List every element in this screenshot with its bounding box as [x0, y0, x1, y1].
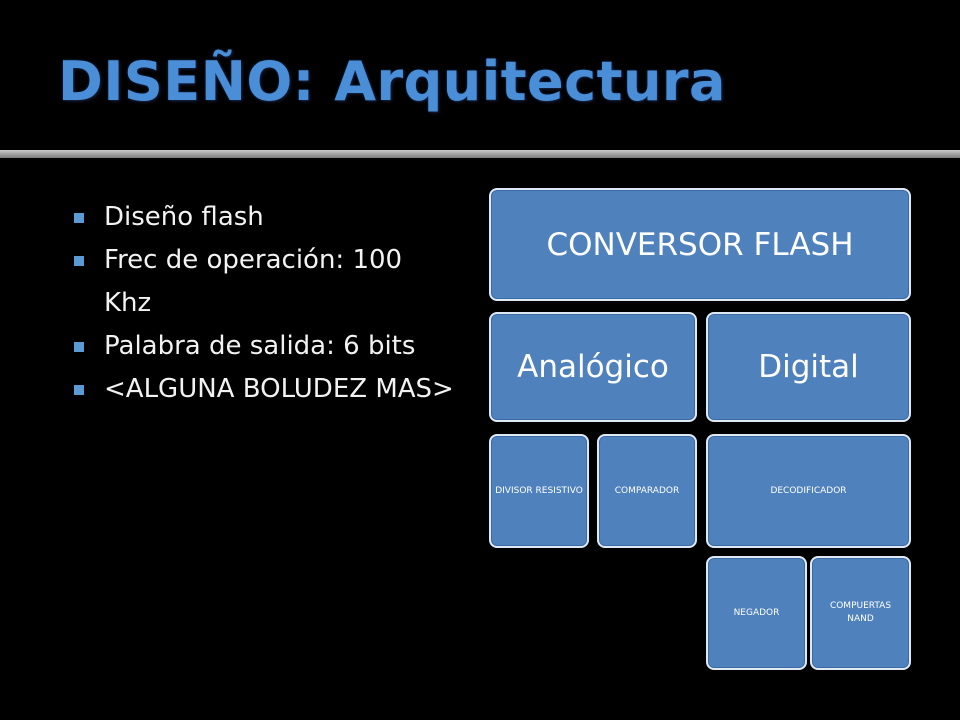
square-bullet-icon: [74, 385, 84, 395]
bullet-text: <ALGUNA BOLUDEZ MAS>: [104, 374, 454, 404]
bullet-item: Frec de operación: 100 Khz: [74, 239, 454, 325]
square-bullet-icon: [74, 213, 84, 223]
slide-title: DISEÑO: Arquitectura: [58, 50, 726, 113]
node-divisor-resistivo: DIVISOR RESISTIVO: [489, 434, 589, 548]
bullet-text: Diseño flash: [104, 202, 264, 232]
bullet-item: Diseño flash: [74, 196, 454, 239]
bullet-text: Palabra de salida: 6 bits: [104, 331, 416, 361]
node-digital: Digital: [706, 312, 911, 422]
bullet-list: Diseño flash Frec de operación: 100 Khz …: [74, 196, 454, 411]
bullet-text: Frec de operación: 100 Khz: [104, 245, 403, 318]
title-divider: [0, 150, 960, 158]
node-decodificador: DECODIFICADOR: [706, 434, 911, 548]
node-compuertas-nand: COMPUERTAS NAND: [810, 556, 911, 670]
square-bullet-icon: [74, 342, 84, 352]
node-comparador: COMPARADOR: [597, 434, 697, 548]
title-bar: DISEÑO: Arquitectura: [0, 0, 960, 150]
node-conversor-flash: CONVERSOR FLASH: [489, 188, 911, 301]
bullet-item: Palabra de salida: 6 bits: [74, 325, 454, 368]
square-bullet-icon: [74, 256, 84, 266]
node-negador: NEGADOR: [706, 556, 807, 670]
bullet-item: <ALGUNA BOLUDEZ MAS>: [74, 368, 454, 411]
node-analogico: Analógico: [489, 312, 697, 422]
